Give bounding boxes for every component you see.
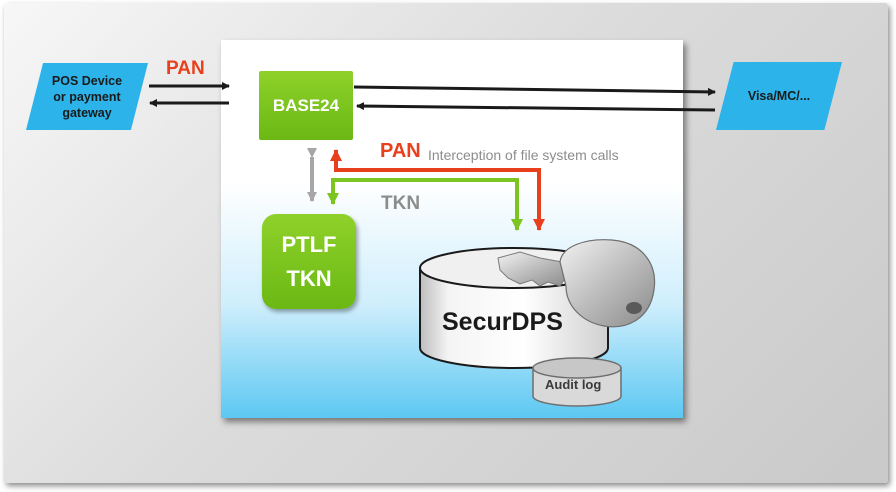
ptlf-box: PTLF TKN bbox=[262, 214, 356, 309]
pos-device-label-line2: or payment bbox=[53, 89, 121, 104]
visa-mc-label: Visa/MC/... bbox=[747, 89, 811, 103]
arrow-pan-to-securdps bbox=[334, 164, 545, 231]
arrow-base24-to-visa bbox=[353, 85, 716, 96]
tkn-label-mid: TKN bbox=[381, 193, 421, 214]
pan-label-top: PAN bbox=[166, 58, 205, 79]
pos-device-label-line1: POS Device bbox=[51, 73, 123, 88]
pos-device-node: POS Device or payment gateway bbox=[26, 63, 148, 130]
ptlf-tkn-label: TKN bbox=[286, 265, 332, 291]
pan-label-mid: PAN bbox=[380, 140, 421, 162]
audit-log-label: Audit log bbox=[545, 377, 602, 392]
visa-mc-node: Visa/MC/... bbox=[716, 62, 842, 130]
securdps-label: SecurDPS bbox=[442, 308, 563, 336]
base24-label: BASE24 bbox=[272, 95, 340, 115]
audit-log-cylinder bbox=[532, 357, 622, 407]
interception-label: Interception of file system calls bbox=[428, 147, 619, 163]
base24-box: BASE24 bbox=[259, 71, 353, 140]
ptlf-label: PTLF bbox=[281, 231, 337, 257]
arrow-visa-to-base24 bbox=[356, 102, 716, 112]
pos-device-label-line3: gateway bbox=[62, 105, 112, 120]
arrow-tkn-to-securdps bbox=[331, 178, 523, 231]
key-icon bbox=[497, 239, 656, 328]
